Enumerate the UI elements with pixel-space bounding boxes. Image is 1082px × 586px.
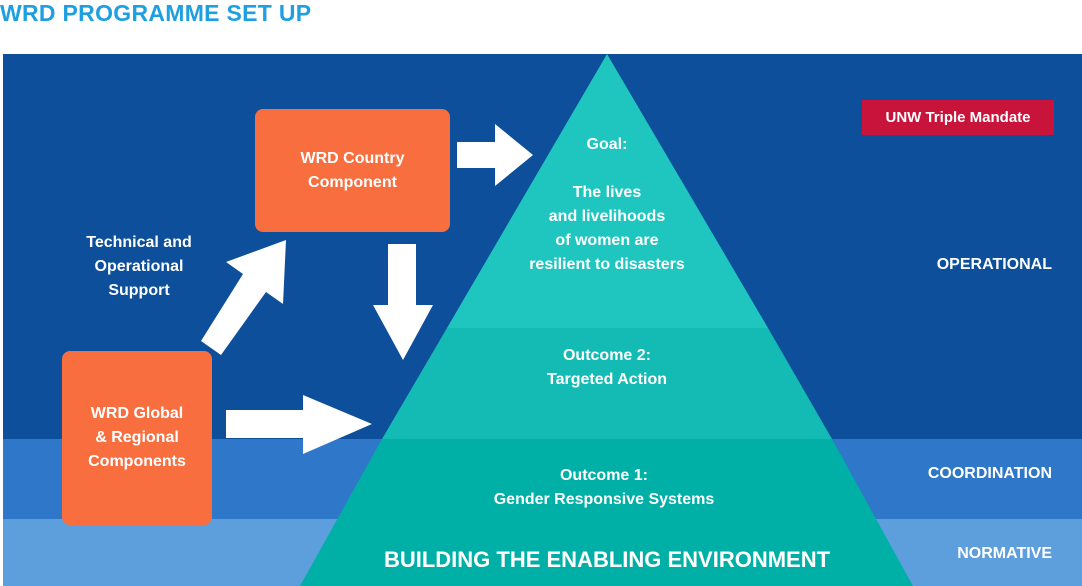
arrow-down-to-outcome xyxy=(373,244,433,360)
coordination-label: COORDINATION xyxy=(927,465,1052,482)
normative-label: NORMATIVE xyxy=(957,545,1052,562)
country-component-box: WRD Country Component xyxy=(255,109,450,232)
global-regional-component-box: WRD Global & Regional Components xyxy=(62,351,212,525)
arrow-to-pyramid xyxy=(226,395,372,454)
triple-mandate-badge: UNW Triple Mandate xyxy=(862,100,1054,135)
arrow-to-goal xyxy=(457,124,533,186)
support-label: Technical and Operational Support xyxy=(86,234,192,299)
operational-label: OPERATIONAL xyxy=(936,256,1052,273)
arrow-support xyxy=(201,240,286,355)
outcome1-text: Outcome 1: Gender Responsive Systems xyxy=(493,467,715,508)
global-regional-component-label: WRD Global & Regional Components xyxy=(88,405,186,470)
goal-text: Goal: The lives and livelihoods of women… xyxy=(529,136,685,273)
country-component-label: WRD Country Component xyxy=(300,149,405,191)
pyramid-outcome2-tier xyxy=(382,328,832,439)
base-text: BUILDING THE ENABLING ENVIRONMENT xyxy=(383,547,831,572)
pyramid-outcome1-tier xyxy=(300,439,913,586)
page-title: WRD PROGRAMME SET UP xyxy=(0,0,312,26)
outcome2-text: Outcome 2: Targeted Action xyxy=(546,347,667,388)
pyramid-goal-tier xyxy=(447,54,768,328)
